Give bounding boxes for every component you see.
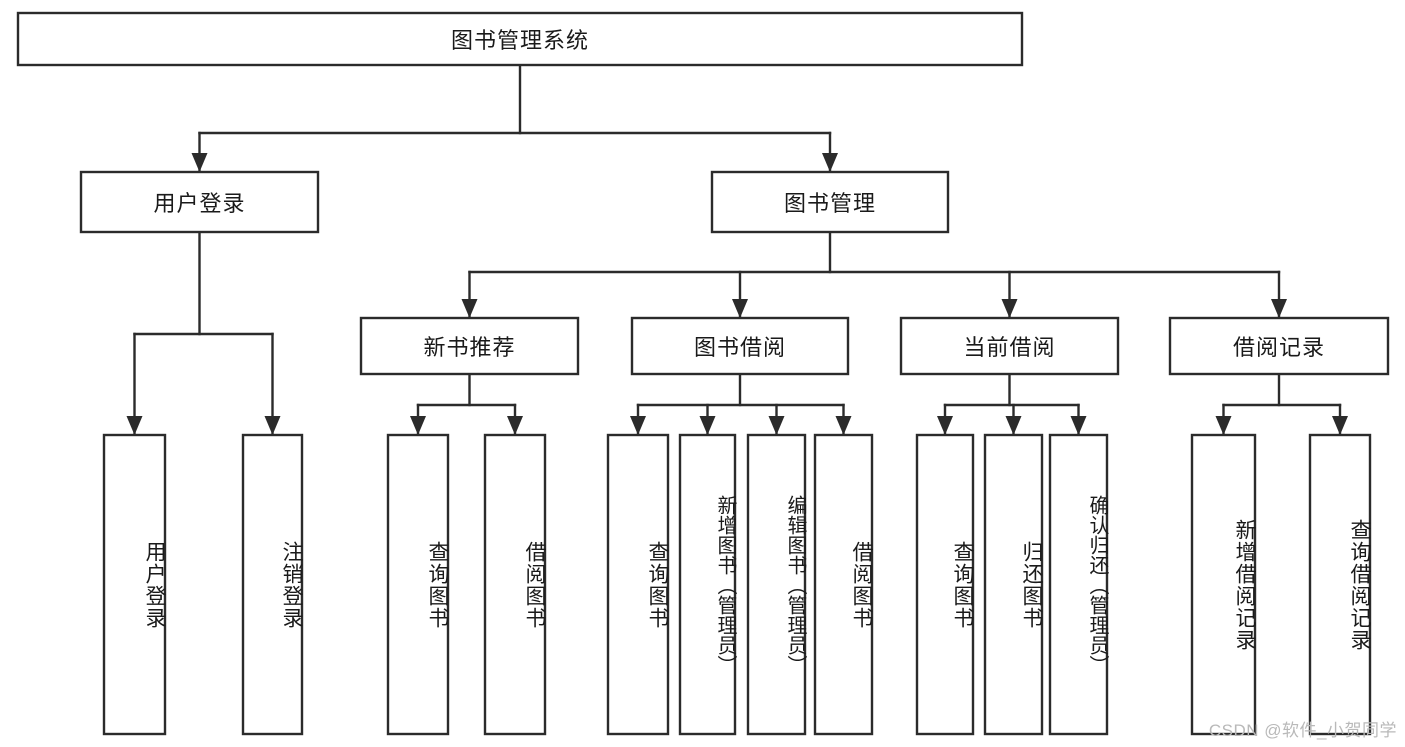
- node-boxes-layer: [16, 11, 1390, 736]
- arrow-head-leaf-query-book-3: [937, 416, 953, 435]
- arrow-head-leaf-add-book: [699, 416, 716, 435]
- arrow-head-leaf-borrow-book-1: [507, 416, 523, 435]
- arrow-head-leaf-logout-login: [264, 416, 281, 435]
- arrow-head-user-login: [191, 153, 208, 172]
- arrow-head-book-borrow: [732, 299, 748, 318]
- node-box-leaf-query-book-3[interactable]: [915, 433, 975, 736]
- node-box-user-login[interactable]: [79, 170, 320, 234]
- node-box-leaf-return-book[interactable]: [983, 433, 1044, 736]
- node-box-leaf-query-book-2[interactable]: [606, 433, 670, 736]
- arrow-head-leaf-edit-book: [768, 416, 785, 435]
- node-box-leaf-edit-book[interactable]: [746, 433, 807, 736]
- arrow-head-leaf-query-book-2: [630, 416, 646, 435]
- arrow-head-book-manage: [822, 153, 838, 172]
- connectors-layer: [126, 63, 1348, 436]
- node-box-current-borrow[interactable]: [899, 316, 1120, 376]
- node-box-book-borrow[interactable]: [630, 316, 850, 376]
- arrow-head-leaf-return-book: [1005, 416, 1022, 435]
- node-box-leaf-confirm-return[interactable]: [1048, 433, 1109, 736]
- node-box-leaf-borrow-book-2[interactable]: [813, 433, 874, 736]
- node-box-leaf-query-record[interactable]: [1308, 433, 1372, 736]
- node-box-book-manage[interactable]: [710, 170, 950, 234]
- arrow-head-leaf-borrow-book-2: [835, 416, 852, 435]
- node-box-leaf-query-book-1[interactable]: [386, 433, 450, 736]
- node-box-new-book-recommend[interactable]: [359, 316, 580, 376]
- node-box-leaf-add-book[interactable]: [678, 433, 737, 736]
- node-box-borrow-record[interactable]: [1168, 316, 1390, 376]
- node-box-leaf-logout-login[interactable]: [241, 433, 304, 736]
- arrow-head-leaf-add-record: [1215, 416, 1232, 435]
- node-box-root[interactable]: [16, 11, 1024, 67]
- arrow-head-leaf-query-book-1: [410, 416, 426, 435]
- arrow-head-leaf-confirm-return: [1070, 416, 1087, 435]
- node-box-leaf-borrow-book-1[interactable]: [483, 433, 547, 736]
- arrow-head-new-book-recommend: [461, 299, 478, 318]
- node-box-leaf-user-login[interactable]: [102, 433, 167, 736]
- arrow-head-leaf-query-record: [1332, 416, 1348, 435]
- node-box-leaf-add-record[interactable]: [1190, 433, 1257, 736]
- arrow-head-current-borrow: [1001, 299, 1018, 318]
- arrow-head-leaf-user-login: [126, 416, 143, 435]
- arrow-head-borrow-record: [1271, 299, 1287, 318]
